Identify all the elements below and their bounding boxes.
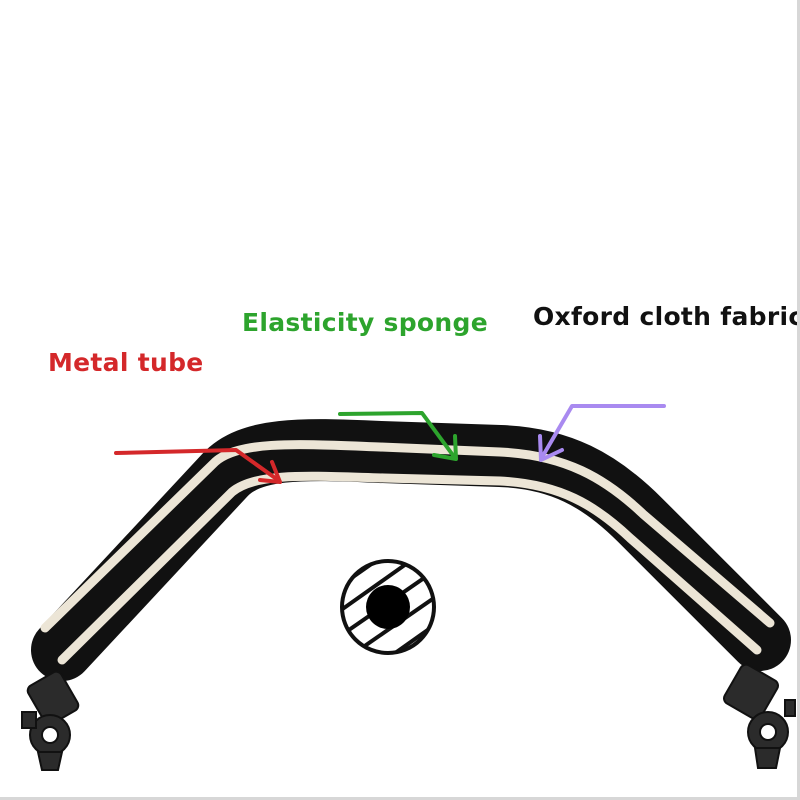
frame-border-bottom (0, 797, 800, 800)
metal-tube-arrow (114, 448, 282, 484)
oxford-cloth-label: Oxford cloth fabric (533, 302, 800, 331)
bar-stripe-upper (40, 440, 775, 633)
right-clamp-icon (723, 663, 796, 769)
bar-stripe-lower (57, 471, 762, 665)
left-clamp-icon (21, 670, 80, 771)
metal-tube-label: Metal tube (48, 348, 204, 377)
tube-cross-section-icon (340, 559, 436, 655)
elasticity-sponge-arrow (338, 411, 458, 461)
frame-border-right (797, 0, 800, 800)
elasticity-sponge-label: Elasticity sponge (242, 308, 488, 337)
oxford-cloth-arrow (538, 404, 666, 462)
